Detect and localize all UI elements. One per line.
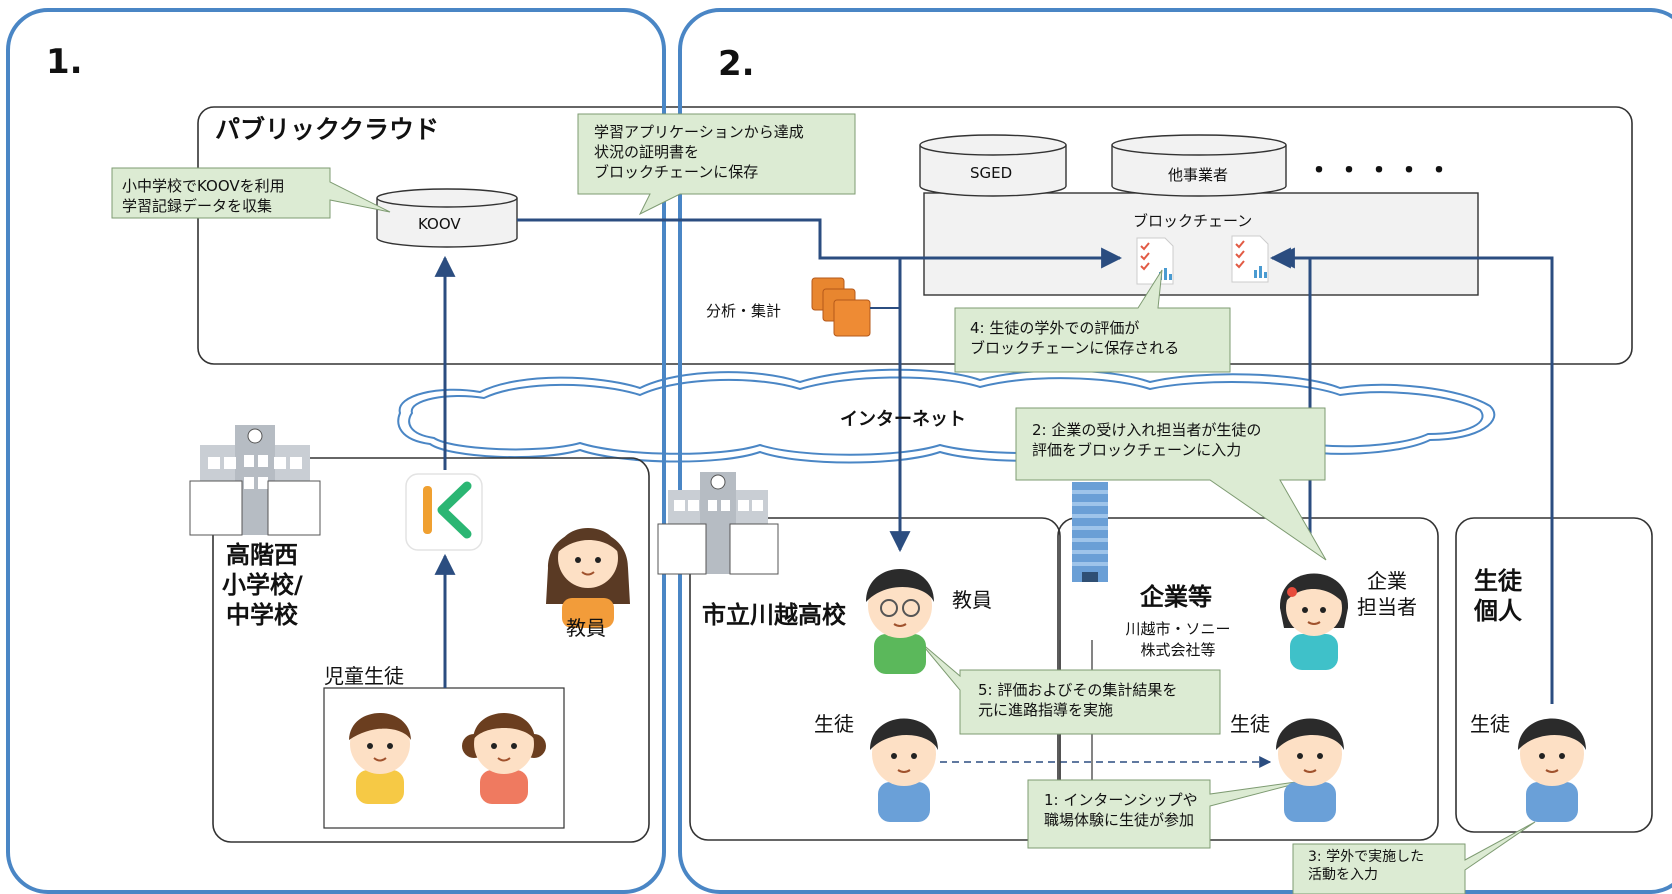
individual-title: 生徒 個人	[1474, 566, 1522, 626]
individual-box	[1455, 517, 1653, 833]
student-avatar	[870, 718, 938, 822]
sged-database-icon	[919, 134, 1067, 197]
company-staff-label: 企業 担当者	[1352, 568, 1422, 620]
callout-step2	[1015, 407, 1327, 561]
company-subtitle-line: 川越市・ソニー	[1125, 620, 1231, 638]
callout-line: 3: 学外で実施した	[1308, 849, 1425, 865]
callout-line: 5: 評価およびその集計結果を	[978, 681, 1178, 699]
callout-cert-save	[577, 113, 856, 216]
callout-line: 4: 生徒の学外での評価が	[970, 319, 1140, 337]
school-1-box	[212, 457, 650, 843]
individual-title-line: 生徒	[1474, 567, 1522, 595]
callout-step3	[1292, 821, 1536, 894]
individual-title-line: 個人	[1474, 597, 1522, 625]
teacher-avatar-woman	[546, 528, 630, 628]
school-2-student-label: 生徒	[814, 712, 854, 736]
blockchain-label: ブロックチェーン	[1133, 212, 1253, 230]
school-building-icon	[189, 425, 321, 536]
company-staff-avatar	[1279, 573, 1349, 670]
more-operators-dots: ・・・・・	[1306, 156, 1457, 186]
company-title: 企業等	[1140, 583, 1212, 611]
certificate-document-icon	[1231, 235, 1269, 283]
callout-koov-use-text: 小中学校でKOOVを利用 学習記録データを収集	[112, 170, 295, 222]
pupils-label: 児童生徒	[324, 664, 404, 688]
panel-2-number: 2.	[718, 44, 755, 84]
other-operator-database-icon	[1111, 134, 1287, 197]
callout-line: 学習記録データを収集	[122, 197, 273, 215]
school-building-icon	[657, 472, 779, 575]
koov-to-blockchain-arrow	[517, 218, 1123, 269]
company-staff-line: 企業	[1367, 569, 1407, 593]
office-tower-icon	[1072, 482, 1108, 582]
callout-step1	[1027, 779, 1311, 849]
internet-label: インターネット	[840, 409, 966, 430]
company-staff-line: 担当者	[1357, 595, 1417, 619]
individual-student-label: 生徒	[1470, 712, 1510, 736]
teacher-avatar-man	[866, 569, 934, 674]
koov-database-icon	[376, 188, 518, 248]
company-subtitle-line: 株式会社等	[1140, 641, 1216, 659]
school-1-teacher-label: 教員	[566, 616, 606, 640]
callout-line: 1: インターンシップや	[1044, 791, 1198, 809]
callout-line: 評価をブロックチェーンに入力	[1032, 441, 1242, 459]
blockchain-box	[923, 192, 1479, 296]
panel-1-frame	[6, 8, 666, 894]
callout-line: 活動を入力	[1308, 867, 1378, 883]
school-2-name: 市立川越高校	[702, 601, 846, 629]
callout-line: 小中学校でKOOVを利用	[122, 177, 285, 195]
company-student-label: 生徒	[1230, 712, 1270, 736]
koov-label: KOOV	[418, 215, 461, 233]
sged-label: SGED	[970, 164, 1013, 182]
school-1-name-line: 高階西	[226, 541, 298, 569]
callout-line: ブロックチェーンに保存される	[970, 339, 1180, 357]
callout-step4-text: 4: 生徒の学外での評価が ブロックチェーンに保存される	[960, 312, 1189, 364]
analysis-label: 分析・集計	[706, 302, 782, 320]
callout-step5	[919, 641, 1221, 735]
analysis-aggregation-icon	[811, 277, 871, 337]
callout-line: 状況の証明書を	[594, 143, 700, 161]
school-2-teacher-label: 教員	[952, 588, 992, 612]
callout-line: 職場体験に生徒が参加	[1044, 811, 1195, 829]
callout-cert-save-text: 学習アプリケーションから達成 状況の証明書を ブロックチェーンに保存	[584, 116, 814, 188]
pupil-avatar-boy	[349, 713, 411, 804]
student-avatar	[1518, 718, 1586, 822]
company-subtitle: 川越市・ソニー 株式会社等	[1118, 618, 1238, 660]
other-operator-label: 他事業者	[1168, 166, 1229, 184]
certificate-document-icon	[1136, 237, 1174, 285]
panel-2-frame	[678, 8, 1672, 894]
callout-step2-text: 2: 企業の受け入れ担当者が生徒の 評価をブロックチェーンに入力	[1022, 414, 1271, 466]
callout-line: 学習アプリケーションから達成	[594, 123, 804, 141]
callout-line: 2: 企業の受け入れ担当者が生徒の	[1032, 421, 1262, 439]
panel-1-number: 1.	[46, 42, 83, 82]
pupil-avatar-girl	[462, 713, 546, 804]
callout-line: ブロックチェーンに保存	[594, 163, 759, 181]
public-cloud-title: パブリッククラウド	[215, 115, 440, 144]
callout-step5-text: 5: 評価およびその集計結果を 元に進路指導を実施	[968, 674, 1187, 726]
student-avatar	[1276, 718, 1344, 822]
internet-cloud-icon	[397, 368, 1496, 464]
school-1-name-line: 中学校	[226, 601, 298, 629]
school-1-name: 高階西 小学校/ 中学校	[222, 540, 303, 630]
callout-koov-use	[111, 167, 391, 219]
callout-step3-text: 3: 学外で実施した 活動を入力	[1298, 846, 1434, 890]
callout-step4	[954, 269, 1231, 373]
callout-step1-text: 1: インターンシップや 職場体験に生徒が参加	[1034, 784, 1208, 836]
callout-line: 元に進路指導を実施	[978, 701, 1114, 719]
school-1-name-line: 小学校/	[222, 571, 303, 599]
koov-app-icon	[405, 473, 483, 551]
